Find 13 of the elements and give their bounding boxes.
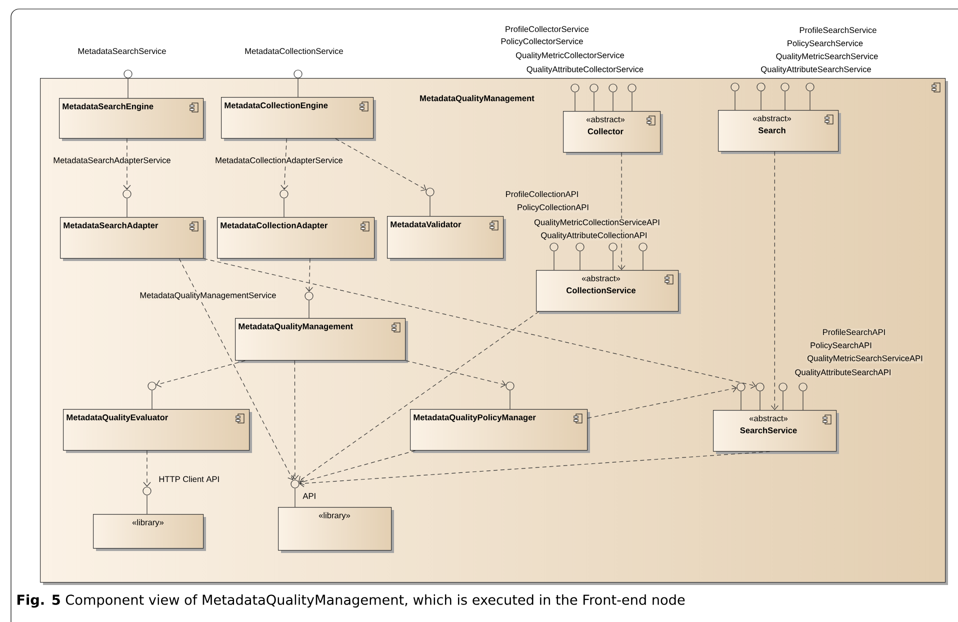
interface-label: MetadataCollectionService	[244, 47, 344, 55]
interface-label: QualityAttributeSearchService	[760, 66, 872, 74]
interface-label: ProfileSearchService	[798, 26, 878, 34]
interface-label: QualityAttributeCollectorService	[526, 66, 644, 74]
interface-label: QualityMetricSearchService	[775, 52, 879, 62]
interface-label: MetadataSearchService	[77, 47, 167, 55]
interface-label: QualityMetricCollectorService	[515, 52, 625, 60]
interface-label: ProfileCollectorService	[504, 25, 590, 33]
interface-label: PolicyCollectorService	[500, 38, 584, 46]
interface-label: PolicySearchService	[786, 40, 864, 48]
interface-circle	[294, 70, 302, 78]
interface-circle	[124, 70, 132, 78]
figure-caption: Fig. 5 Component view of MetadataQualityManagement, which is executed in the Front-end node	[17, 594, 685, 608]
